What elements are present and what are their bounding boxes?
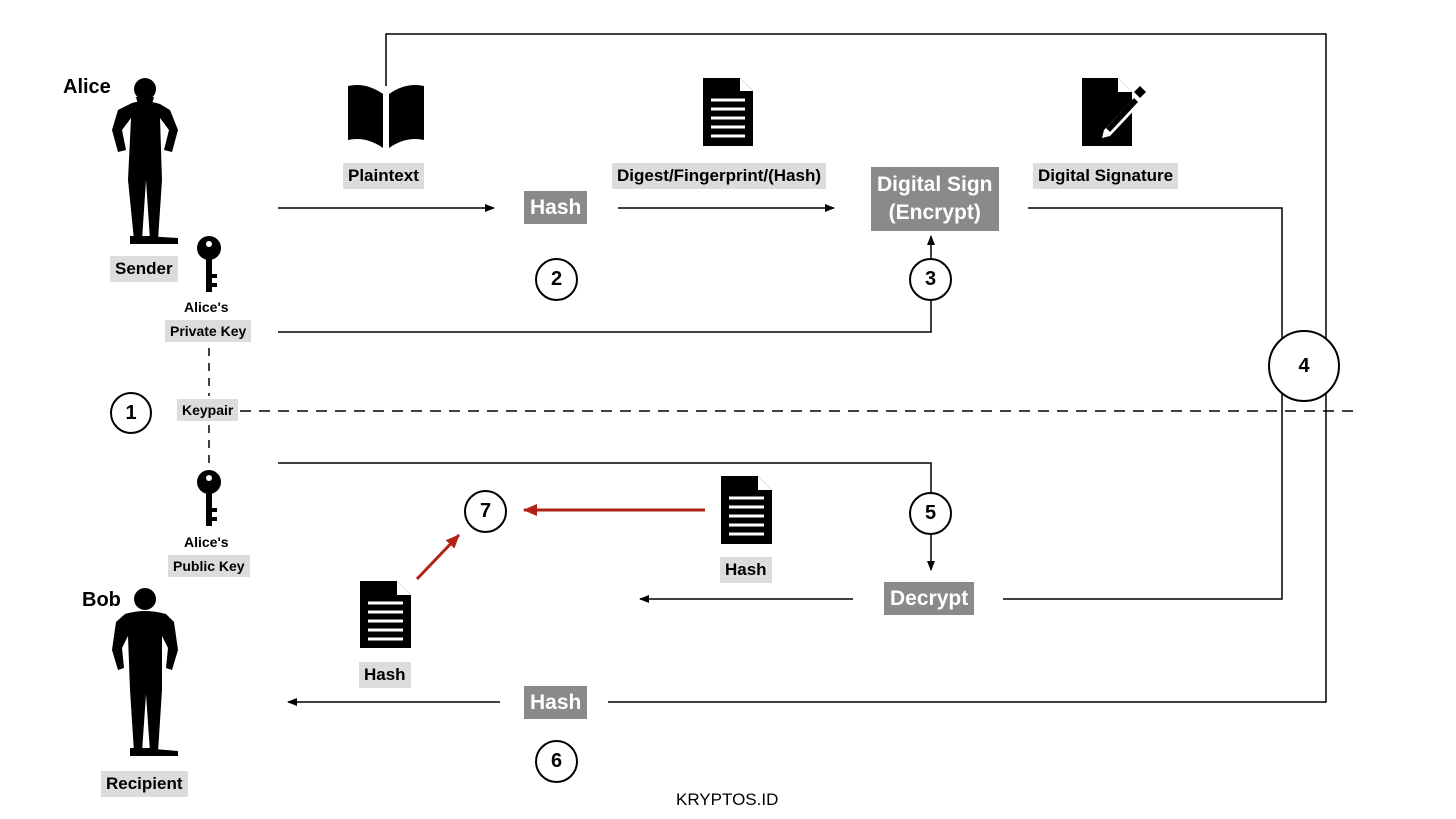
step-7: 7 [464, 490, 507, 533]
person-icon [112, 78, 178, 244]
bob-name: Bob [82, 589, 121, 611]
key-icon [197, 470, 221, 526]
line-public-key-to-decrypt [278, 462, 932, 493]
keypair-label: Keypair [177, 399, 239, 421]
connector-lines [208, 33, 1356, 706]
line-private-key-to-sign [278, 298, 932, 333]
document-icon [703, 78, 753, 146]
document-icon [721, 476, 772, 544]
footer-brand: KRYPTOS.ID [676, 790, 779, 809]
digital-sign-line2: (Encrypt) [888, 201, 981, 224]
decrypt-process: Decrypt [884, 582, 975, 615]
step-4: 4 [1268, 330, 1340, 402]
sender-label: Sender [110, 256, 178, 282]
key-icon [197, 236, 221, 292]
signed-document-icon [1082, 78, 1146, 146]
step-1: 1 [110, 392, 152, 434]
recipient-label: Recipient [101, 771, 188, 797]
line-signature-route [1003, 207, 1283, 600]
received-hash-label: Hash [720, 557, 772, 583]
document-icon [360, 581, 411, 648]
step-6: 6 [535, 740, 578, 783]
computed-hash-label: Hash [359, 662, 411, 688]
step-2: 2 [535, 258, 578, 301]
private-key-owner: Alice's [184, 299, 229, 315]
person-icon [112, 588, 178, 756]
step-3: 3 [909, 258, 952, 301]
hash-process-top: Hash [524, 191, 588, 224]
digest-label: Digest/Fingerprint/(Hash) [612, 163, 827, 189]
book-icon [348, 85, 424, 148]
plaintext-label: Plaintext [343, 163, 424, 189]
hash-process-bottom: Hash [524, 686, 588, 719]
private-key-label: Private Key [165, 320, 252, 342]
compare-arrow-left [415, 533, 461, 581]
digital-signature-label: Digital Signature [1033, 163, 1179, 189]
public-key-owner: Alice's [184, 534, 229, 550]
line-plaintext-top-route [385, 33, 1327, 703]
public-key-label: Public Key [168, 555, 250, 577]
step-5: 5 [909, 492, 952, 535]
digital-sign-process: Digital Sign (Encrypt) [871, 167, 999, 231]
digital-sign-line1: Digital Sign [877, 173, 993, 196]
alice-name: Alice [63, 76, 111, 98]
